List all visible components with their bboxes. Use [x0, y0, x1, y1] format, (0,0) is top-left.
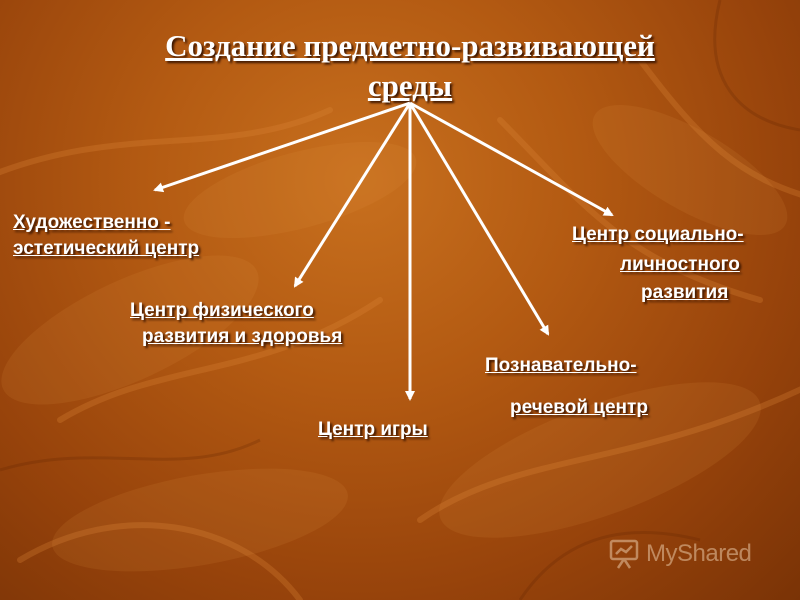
watermark-text: MyShared	[646, 540, 752, 567]
node-cognitive-line-2: речевой центр	[510, 397, 648, 418]
title-line-1: Создание предметно-развивающей	[165, 28, 655, 63]
node-cognitive-speech-center: Познавательно- речевой центр	[485, 353, 648, 421]
node-cognitive-line-1: Познавательно-	[485, 355, 637, 376]
node-social-personal-center: Центр социально- личностного развития	[572, 222, 744, 306]
arrow-to-physical-center	[293, 102, 412, 288]
node-art-aesthetic-center: Художественно - эстетический центр	[13, 210, 199, 262]
arrow-to-cognitive-center	[408, 102, 550, 336]
node-physical-line-1: Центр физического	[130, 300, 314, 321]
presentation-board-icon	[609, 539, 639, 569]
node-social-line-2: личностного	[620, 254, 740, 275]
node-social-line-1: Центр социально-	[572, 224, 744, 245]
node-art-line-2: эстетический центр	[13, 238, 200, 259]
node-physical-line-2: развития и здоровья	[142, 326, 343, 347]
diagram-title: Создание предметно-развивающей среды	[100, 26, 720, 106]
arrow-to-social-center	[409, 101, 614, 217]
title-line-2: среды	[367, 68, 453, 103]
node-game-line-1: Центр игры	[318, 419, 428, 440]
arrow-to-art-center	[153, 101, 411, 193]
node-art-line-1: Художественно -	[13, 212, 171, 233]
node-physical-center: Центр физического развития и здоровья	[130, 298, 342, 350]
myshared-watermark: MyShared	[608, 537, 752, 571]
node-social-line-3: развития	[641, 282, 729, 303]
node-game-center: Центр игры	[318, 417, 428, 443]
